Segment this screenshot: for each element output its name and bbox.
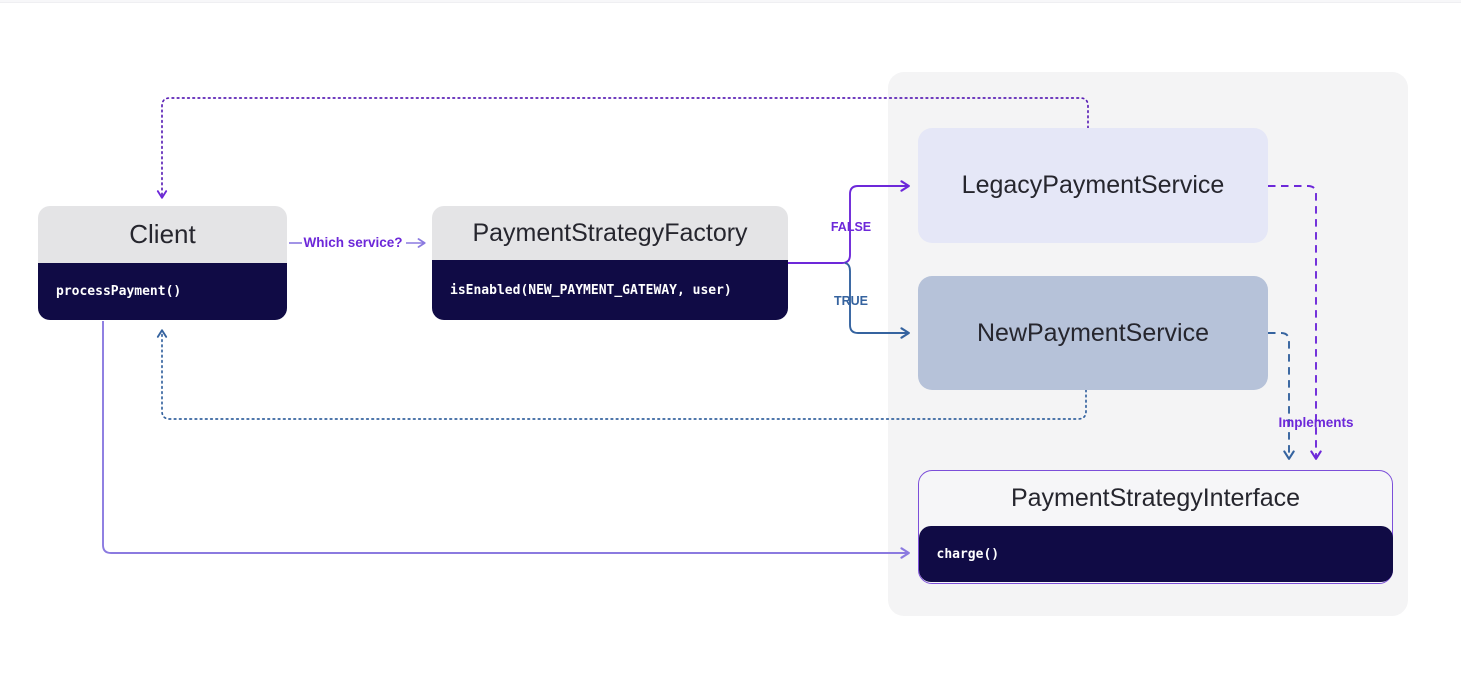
node-new-payment-service[interactable]: NewPaymentService bbox=[918, 276, 1268, 390]
legacy-service-title: LegacyPaymentService bbox=[961, 171, 1225, 199]
node-payment-strategy-interface[interactable]: PaymentStrategyInterface charge() bbox=[918, 470, 1393, 584]
factory-method: isEnabled(NEW_PAYMENT_GATEWAY, user) bbox=[432, 260, 788, 320]
page-top-border bbox=[0, 0, 1461, 3]
label-true-branch: TRUE bbox=[833, 294, 869, 308]
edge-client-charge bbox=[102, 321, 910, 559]
node-client[interactable]: Client processPayment() bbox=[38, 206, 287, 320]
new-service-title: NewPaymentService bbox=[976, 318, 1210, 347]
node-legacy-payment-service[interactable]: LegacyPaymentService bbox=[918, 128, 1268, 243]
client-method: processPayment() bbox=[38, 263, 287, 320]
interface-method: charge() bbox=[918, 526, 1393, 582]
node-payment-strategy-factory[interactable]: PaymentStrategyFactory isEnabled(NEW_PAY… bbox=[432, 206, 788, 320]
label-implements: Implements bbox=[1278, 415, 1354, 430]
interface-title: PaymentStrategyInterface bbox=[1010, 484, 1301, 512]
label-which-service: Which service? bbox=[303, 235, 403, 250]
client-title: Client bbox=[38, 206, 287, 263]
factory-title: PaymentStrategyFactory bbox=[432, 206, 788, 260]
label-false-branch: FALSE bbox=[830, 220, 872, 234]
